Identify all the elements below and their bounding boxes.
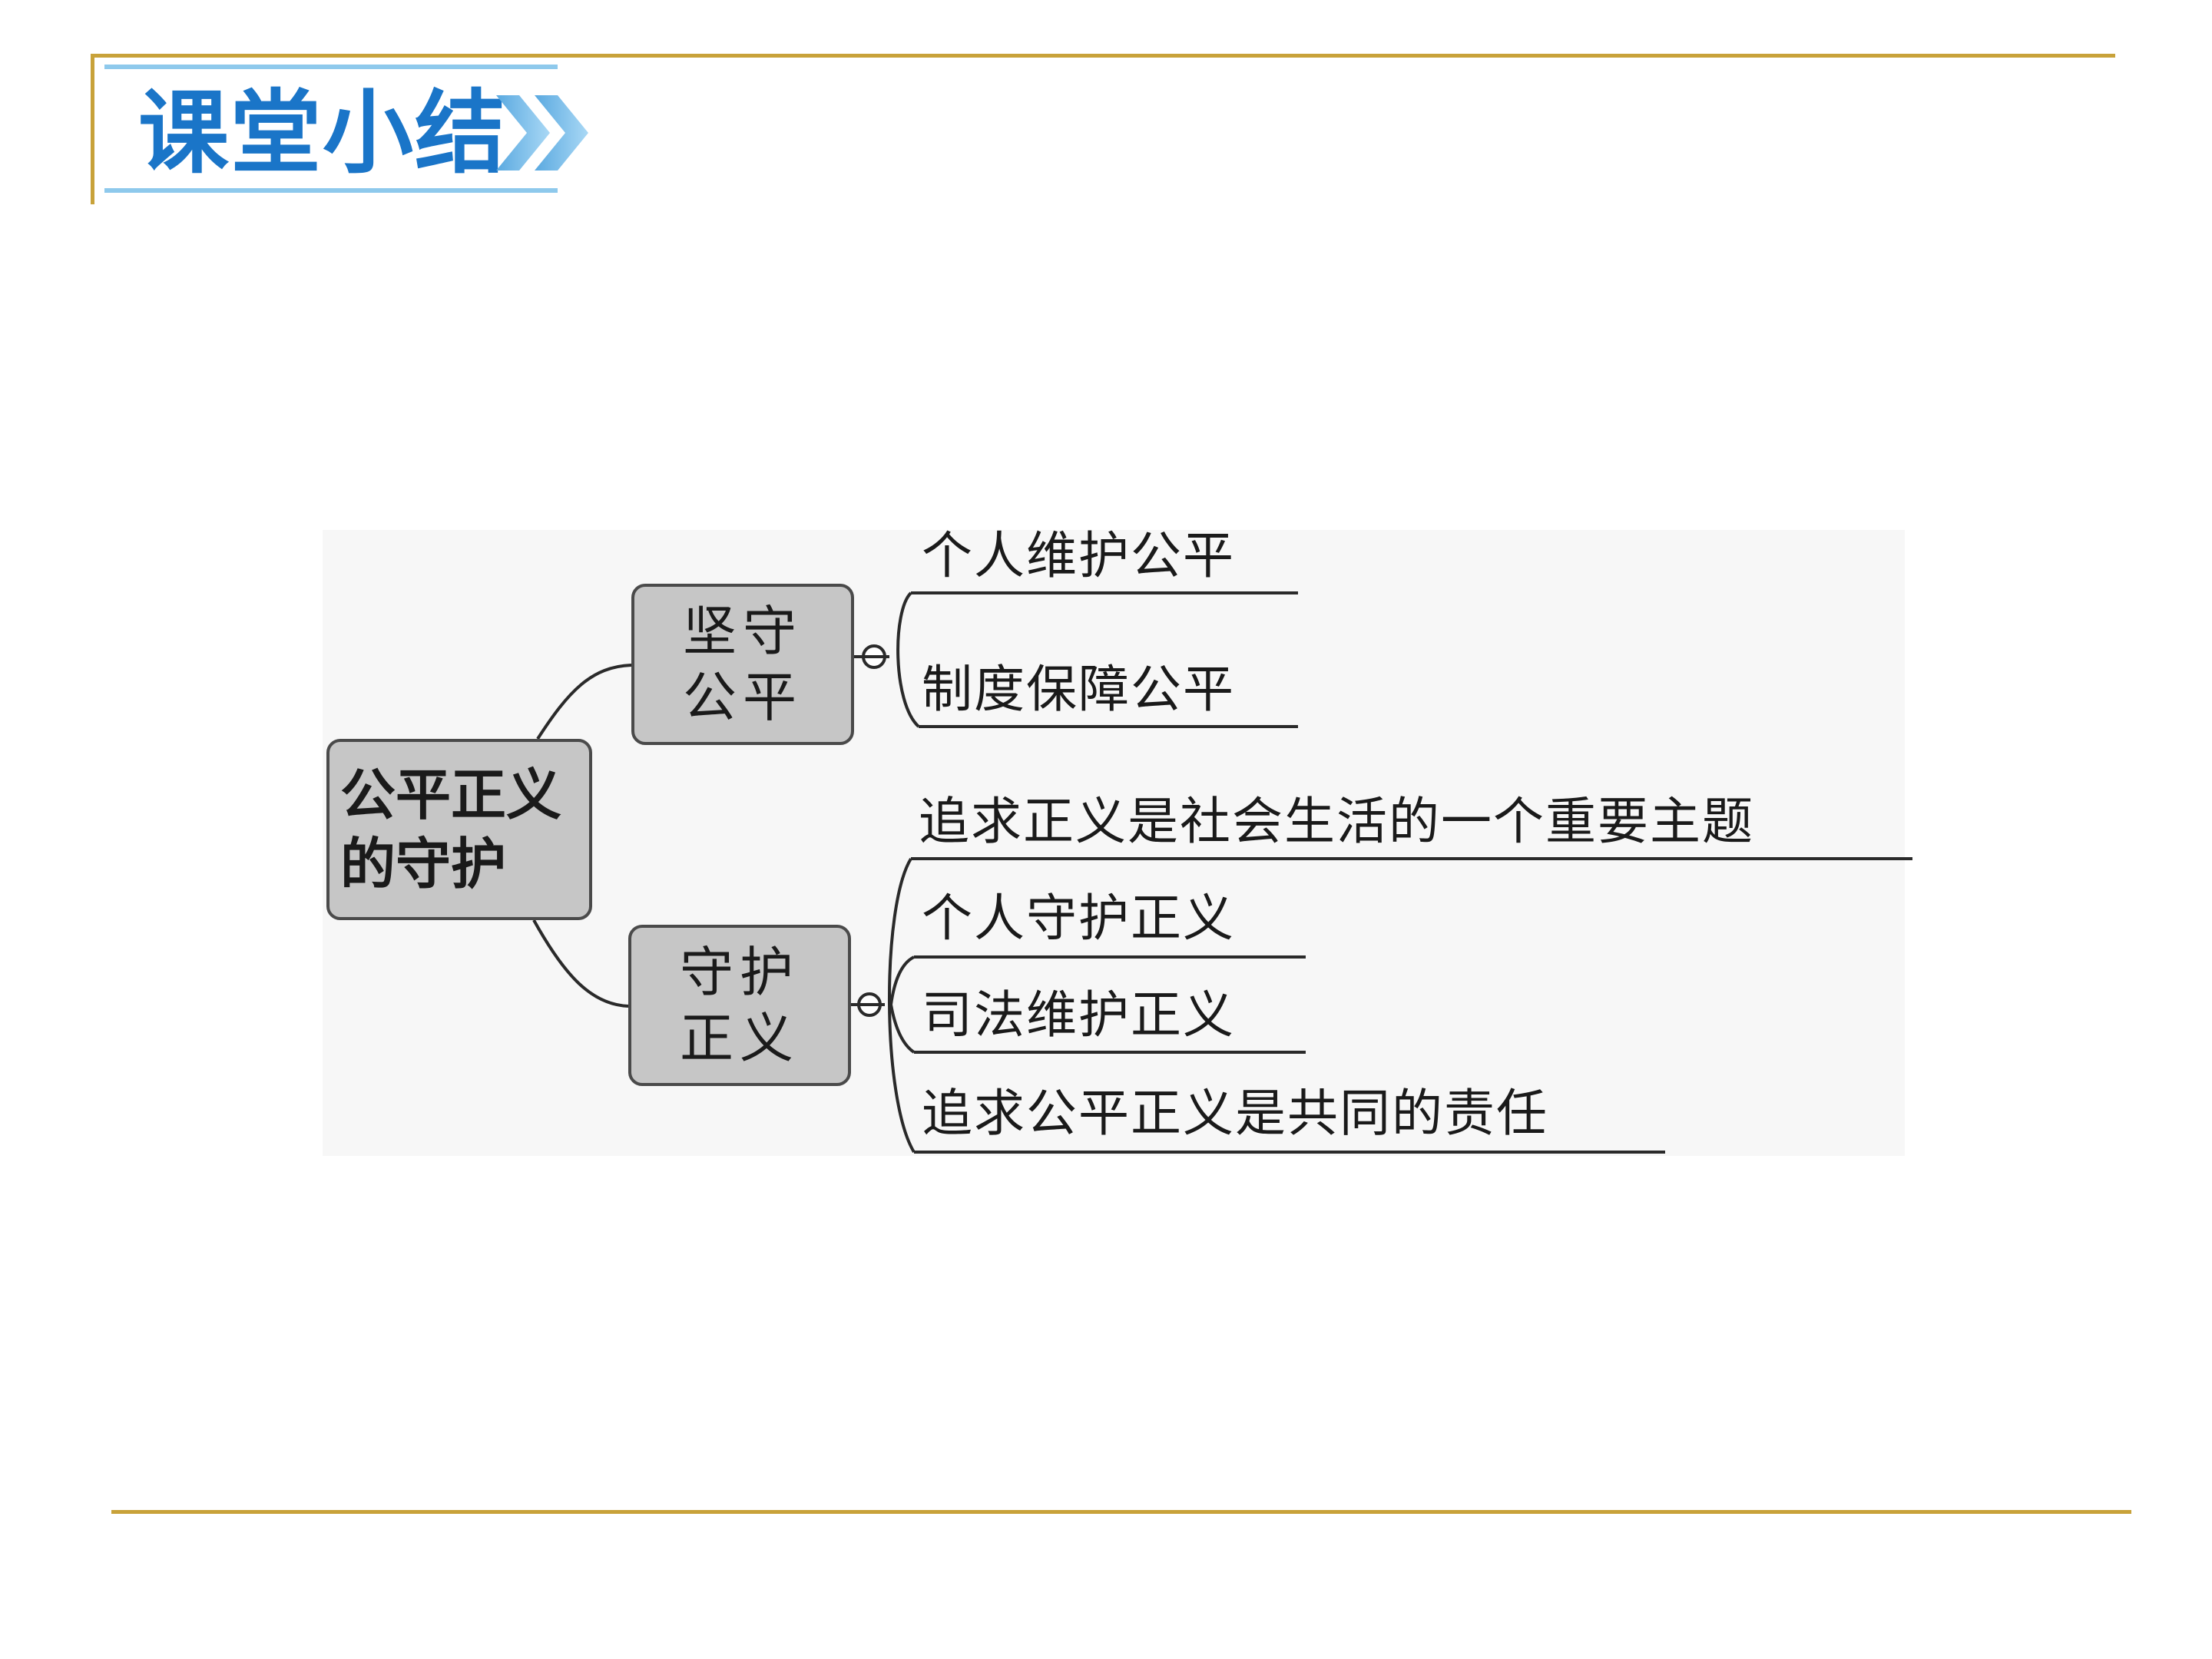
root-node[interactable]: 公平正义 的守护	[326, 739, 592, 920]
connector-root-branch-1	[536, 664, 632, 740]
page-title: 课堂小结	[138, 80, 508, 186]
branch-node-1-line-1: 坚守	[683, 600, 803, 663]
leaf-node-1-2[interactable]: 制度保障公平	[922, 660, 1235, 719]
connector-branch-2-bracket	[887, 857, 916, 1154]
connector-branch-2-mid	[889, 955, 916, 1005]
leaf-node-2-3[interactable]: 司法维护正义	[922, 985, 1235, 1045]
branch-node-1-line-2: 公平	[683, 666, 803, 729]
leaf-node-2-2[interactable]: 个人守护正义	[922, 889, 1235, 948]
leaf-node-2-1[interactable]: 追求正义是社会生活的一个重要主题	[919, 792, 1754, 851]
branch-node-1[interactable]: 坚守 公平	[631, 584, 854, 745]
root-node-line-2: 的守护	[340, 832, 507, 896]
branch-node-2[interactable]: 守护 正义	[628, 925, 851, 1086]
branch-node-2-line-1: 守护	[680, 941, 800, 1004]
connector-branch-1-bracket	[896, 591, 920, 728]
footer-divider	[111, 1510, 2131, 1514]
frame-top-border	[91, 54, 2115, 58]
double-chevron-right-icon	[496, 95, 588, 171]
leaf-node-1-1[interactable]: 个人维护公平	[922, 526, 1235, 585]
frame-left-border	[91, 54, 94, 204]
connector-branch-2-mid-2	[889, 1004, 916, 1054]
branch-node-2-line-2: 正义	[680, 1007, 800, 1070]
title-accent-line-top	[104, 65, 558, 69]
connector-root-branch-2	[532, 919, 629, 1008]
root-node-line-1: 公平正义	[340, 763, 562, 827]
title-accent-line-bottom	[104, 188, 558, 193]
leaf-node-2-4[interactable]: 追求公平正义是共同的责任	[922, 1084, 1548, 1143]
